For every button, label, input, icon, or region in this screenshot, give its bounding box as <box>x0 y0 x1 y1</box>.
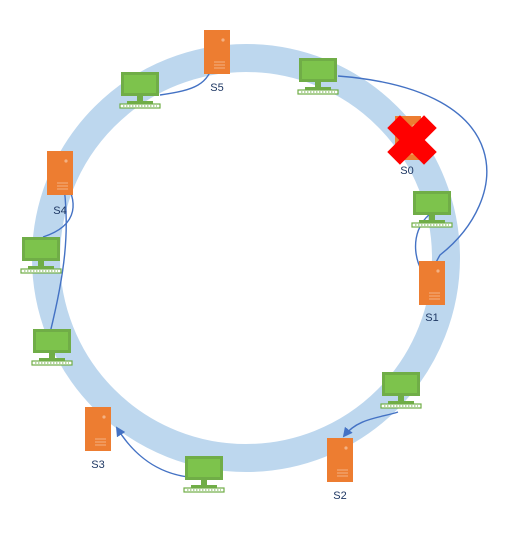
server-label: S5 <box>210 82 223 94</box>
server-label: S2 <box>333 490 346 502</box>
arrow-client-lower-right-to-s2 <box>342 411 399 438</box>
hash-ring <box>32 44 460 472</box>
cross-icon <box>387 115 437 165</box>
server-s3: S3 <box>84 406 112 471</box>
server-label: S3 <box>91 459 104 471</box>
server-s5: S5 <box>203 29 231 94</box>
server-icon <box>46 150 74 196</box>
server-s1: S1 <box>418 260 446 324</box>
server-icon <box>84 406 112 452</box>
server-label: S4 <box>53 205 66 217</box>
server-icon <box>203 29 231 75</box>
server-icon <box>418 260 446 306</box>
server-label: S0 <box>400 165 413 177</box>
server-s0: S0 <box>387 115 437 177</box>
server-s2: S2 <box>326 437 354 502</box>
server-s4: S4 <box>46 150 74 217</box>
client-monitor-icon <box>183 455 225 493</box>
server-label: S1 <box>425 312 438 324</box>
server-icon <box>326 437 354 483</box>
